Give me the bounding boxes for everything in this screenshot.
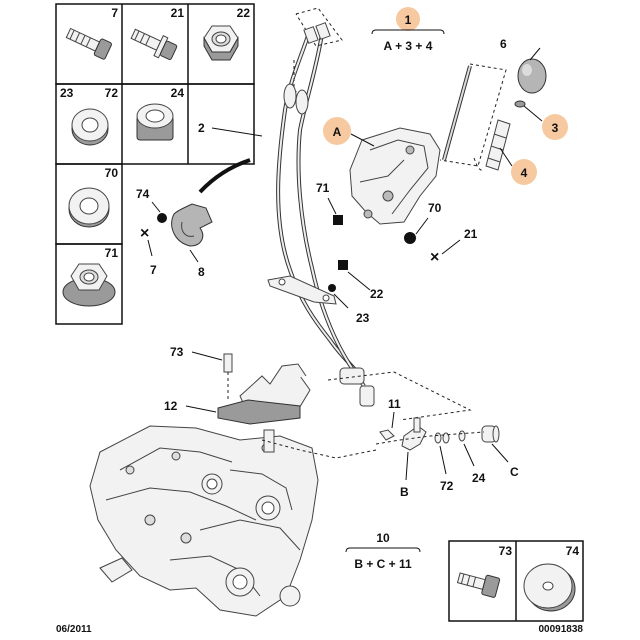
nut-24-icon — [136, 103, 174, 141]
label-11: 11 — [388, 397, 401, 411]
formula-top-expression: A + 3 + 4 — [384, 39, 433, 53]
callout-4: 4 — [499, 147, 537, 185]
bolt-7-icon — [65, 27, 112, 60]
selector-parts: 11 B 72 24 C — [375, 397, 519, 499]
washer-74-icon — [523, 563, 576, 612]
svg-text:×: × — [430, 249, 439, 266]
grid-label-23: 23 — [60, 86, 74, 100]
callout-3: 3 — [523, 105, 568, 140]
grid-label-72: 72 — [105, 86, 119, 100]
label-6: 6 — [500, 37, 507, 51]
flange-nut-71-icon — [62, 263, 116, 307]
formula-bottom: 10 B + C + 11 — [345, 531, 421, 571]
symbols-right: 71 70 × 21 22 23 — [316, 181, 478, 325]
label-8: 8 — [198, 265, 205, 279]
grid-label-73: 73 — [499, 544, 513, 558]
label-74-left: 74 — [136, 187, 150, 201]
label-2: 2 — [198, 121, 205, 135]
callout-a: A — [323, 117, 375, 147]
label-73: 73 — [170, 345, 184, 359]
label-70: 70 — [428, 201, 442, 215]
washer-70-icon — [68, 187, 110, 228]
label-7-left: 7 — [150, 263, 157, 277]
label-b: B — [400, 485, 409, 499]
hardware-grid-bottom: 73 74 — [448, 540, 584, 622]
nut-22-icon — [203, 25, 239, 61]
formula-top: 1 A + 3 + 4 — [371, 7, 445, 53]
label-22: 22 — [370, 287, 384, 301]
label-c: C — [510, 465, 519, 479]
screw-73-icon — [456, 572, 501, 598]
grid-label-74: 74 — [566, 544, 580, 558]
label-71: 71 — [316, 181, 330, 195]
bolt-21-icon — [130, 28, 178, 60]
grid-label-71: 71 — [105, 246, 119, 260]
cable-clip-8-icon: 8 — [171, 203, 213, 279]
formula-top-number: 1 — [405, 13, 412, 27]
symbols-left: 74 × 7 — [136, 187, 167, 277]
footer-reference: 00091838 — [539, 624, 584, 635]
washer-72-icon — [71, 108, 109, 146]
grid-label-7: 7 — [111, 6, 118, 20]
gear-knob-icon — [517, 58, 547, 94]
grid-label-70: 70 — [105, 166, 119, 180]
grid-label-24: 24 — [171, 86, 185, 100]
grid-label-22: 22 — [237, 6, 251, 20]
hardware-grid: 7 21 22 23 72 24 70 71 — [55, 3, 255, 325]
svg-text:3: 3 — [552, 121, 559, 135]
svg-text:4: 4 — [521, 166, 528, 180]
formula-bottom-expression: B + C + 11 — [354, 557, 412, 571]
gear-lever-assembly: 6 — [349, 37, 547, 225]
callout-1-badge — [396, 7, 420, 31]
gear-cables: 2 — [198, 7, 472, 421]
grid-label-21: 21 — [171, 6, 185, 20]
label-24: 24 — [472, 471, 486, 485]
label-23: 23 — [356, 311, 370, 325]
svg-text:A: A — [333, 125, 342, 139]
label-72: 72 — [440, 479, 454, 493]
gear-boot-icon — [485, 119, 511, 171]
footer-date: 06/2011 — [56, 624, 92, 635]
svg-text:×: × — [140, 225, 149, 242]
mounting-bracket-12: 73 12 — [164, 345, 311, 425]
label-21: 21 — [464, 227, 478, 241]
label-12: 12 — [164, 399, 178, 413]
gearbox-housing — [89, 425, 377, 617]
formula-bottom-number: 10 — [376, 531, 390, 545]
